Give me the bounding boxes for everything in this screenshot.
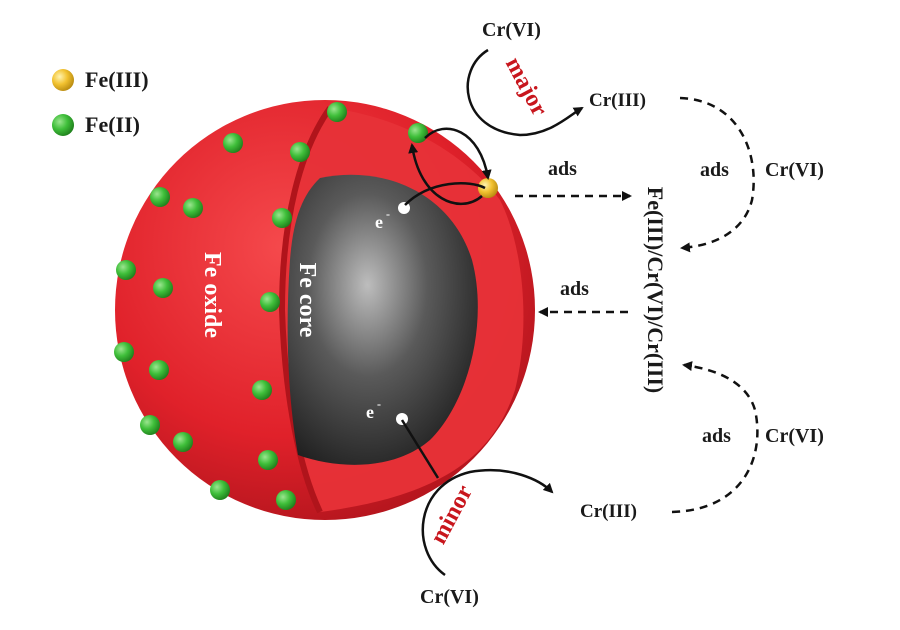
electron-symbol: e [375, 212, 383, 232]
fe-cycle-arrow-upper [424, 127, 492, 180]
electron-bottom: e - [366, 397, 408, 425]
fe-cycle-arrow-lower [408, 143, 483, 206]
fe2-dot [183, 198, 203, 218]
nanoparticle: Fe oxide Fe core e - e - [114, 100, 535, 520]
electron-symbol: e [366, 402, 374, 422]
right-cr6-bottom-label: Cr(VI) [765, 425, 824, 447]
fe2-dot [290, 142, 310, 162]
fe2-dot [327, 102, 347, 122]
fe-core-label: Fe core [294, 263, 320, 338]
ads-top-label: ads [548, 158, 577, 180]
complex-label: Fe(III)/Cr(VI)/Cr(III) [643, 187, 668, 394]
fe2-dot-reacting [408, 123, 428, 143]
arrows [400, 48, 584, 577]
fe-oxide-label: Fe oxide [199, 252, 225, 338]
cr3-to-complex-arrow [679, 96, 755, 253]
electron-dot [396, 413, 408, 425]
fe2-dot [276, 490, 296, 510]
dashed-arrows [515, 96, 759, 514]
fe2-dot [272, 208, 292, 228]
fe2-dot [258, 450, 278, 470]
fe2-dot [210, 480, 230, 500]
fe2-dot [252, 380, 272, 400]
cr3-bottom-to-complex-arrow [671, 361, 759, 514]
fe2-dot [260, 292, 280, 312]
right-cr6-top-label: Cr(VI) [765, 159, 824, 181]
fe2-legend-label: Fe(II) [85, 112, 140, 137]
electron-top: e - [375, 202, 410, 232]
fe2-dot [114, 342, 134, 362]
fe2-dot [140, 415, 160, 435]
minor-label: minor [426, 481, 479, 549]
reaction-labels: Cr(VI) major Cr(III) ads ads ads Cr(VI) … [420, 19, 824, 608]
electron-charge: - [386, 207, 390, 221]
ads-right-bottom-label: ads [702, 425, 731, 447]
electron-charge: - [377, 397, 381, 411]
major-label: major [500, 53, 553, 121]
bottom-cr6-label: Cr(VI) [420, 586, 479, 608]
top-cr3-label: Cr(III) [589, 90, 646, 111]
ads-right-top-label: ads [700, 159, 729, 181]
fe2-dot [223, 133, 243, 153]
fe2-dot [149, 360, 169, 380]
electron-transfer-arrow-bottom [400, 419, 440, 479]
fe2-dots [114, 102, 428, 510]
fe3-dot [478, 178, 498, 198]
fe2-dot [173, 432, 193, 452]
legend: Fe(III) Fe(II) [52, 67, 149, 137]
fe2-dot [150, 187, 170, 207]
fe2-dot [153, 278, 173, 298]
fe2-dot [116, 260, 136, 280]
fe3-legend-label: Fe(III) [85, 67, 149, 92]
fe3-legend-dot [52, 69, 74, 91]
bottom-cr3-label: Cr(III) [580, 501, 637, 522]
electron-dot [398, 202, 410, 214]
minor-arrow [421, 468, 554, 577]
top-cr6-label: Cr(VI) [482, 19, 541, 41]
fe-core [287, 174, 478, 465]
electron-transfer-arrow-top [404, 182, 486, 206]
ads-middle-label: ads [560, 278, 589, 300]
fe2-legend-dot [52, 114, 74, 136]
major-arrow [466, 48, 584, 137]
